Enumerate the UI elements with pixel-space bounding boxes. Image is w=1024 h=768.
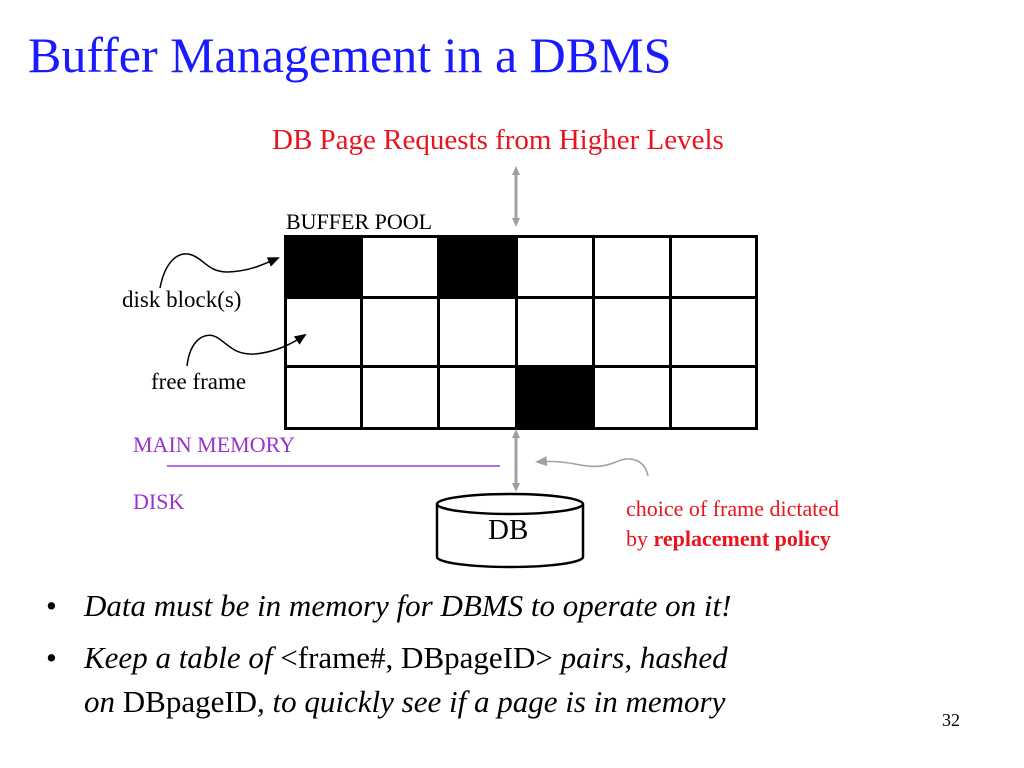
requests-label: DB Page Requests from Higher Levels <box>272 124 724 156</box>
free-frame-pointer <box>186 333 307 367</box>
policy-pointer <box>535 456 649 477</box>
bullet-item-1: • Data must be in memory for DBMS to ope… <box>40 584 940 628</box>
policy-line-2: by replacement policy <box>626 524 839 554</box>
occupied-frame <box>287 238 363 299</box>
slide-title: Buffer Management in a DBMS <box>28 27 672 83</box>
free-frame <box>440 368 518 430</box>
occupied-frame <box>440 238 518 299</box>
free-frame <box>363 238 440 299</box>
db-label: DB <box>488 514 529 546</box>
free-frame <box>287 299 363 368</box>
free-frame <box>672 299 758 368</box>
free-frame <box>363 299 440 368</box>
free-frame-label: free frame <box>151 369 247 394</box>
bullet-text-2a: Keep a table of <box>84 640 281 675</box>
buffer-pool-label: BUFFER POOL <box>286 209 433 234</box>
occupied-frame <box>518 368 595 430</box>
policy-bold: replacement policy <box>653 526 831 551</box>
bullet-text-2c: on <box>84 684 123 719</box>
free-frame <box>518 299 595 368</box>
free-frame <box>672 368 758 430</box>
bullet-item-2: • Keep a table of <frame#, DBpageID> pai… <box>40 636 940 724</box>
free-frame <box>595 238 672 299</box>
db-cylinder <box>435 492 585 569</box>
main-memory-label: MAIN MEMORY <box>133 432 295 457</box>
free-frame <box>595 299 672 368</box>
buffer-pool-grid <box>284 235 758 430</box>
disk-label: DISK <box>133 489 185 514</box>
disk-block-pointer <box>159 253 280 289</box>
bullet-marker: • <box>46 640 57 675</box>
free-frame <box>287 368 363 430</box>
bullet-code-pageid: DBpageID <box>122 684 258 719</box>
bullet-text-2b: pairs, hashed <box>552 640 728 675</box>
free-frame <box>440 299 518 368</box>
disk-block-label: disk block(s) <box>122 287 242 312</box>
free-frame <box>518 238 595 299</box>
free-frame <box>672 238 758 299</box>
bullet-marker: • <box>46 588 57 623</box>
free-frame <box>363 368 440 430</box>
bullet-code-frame: <frame#, DBpageID> <box>280 640 553 675</box>
slide-number: 32 <box>942 710 960 730</box>
bullet-text-2d: , to quickly see if a page is in memory <box>257 684 726 719</box>
policy-by: by <box>626 526 654 551</box>
bullet-list: • Data must be in memory for DBMS to ope… <box>40 584 940 732</box>
replacement-policy-note: choice of frame dictated by replacement … <box>626 494 839 554</box>
free-frame <box>595 368 672 430</box>
policy-line-1: choice of frame dictated <box>626 496 840 521</box>
bullet-text-1: Data must be in memory for DBMS to opera… <box>84 588 732 623</box>
